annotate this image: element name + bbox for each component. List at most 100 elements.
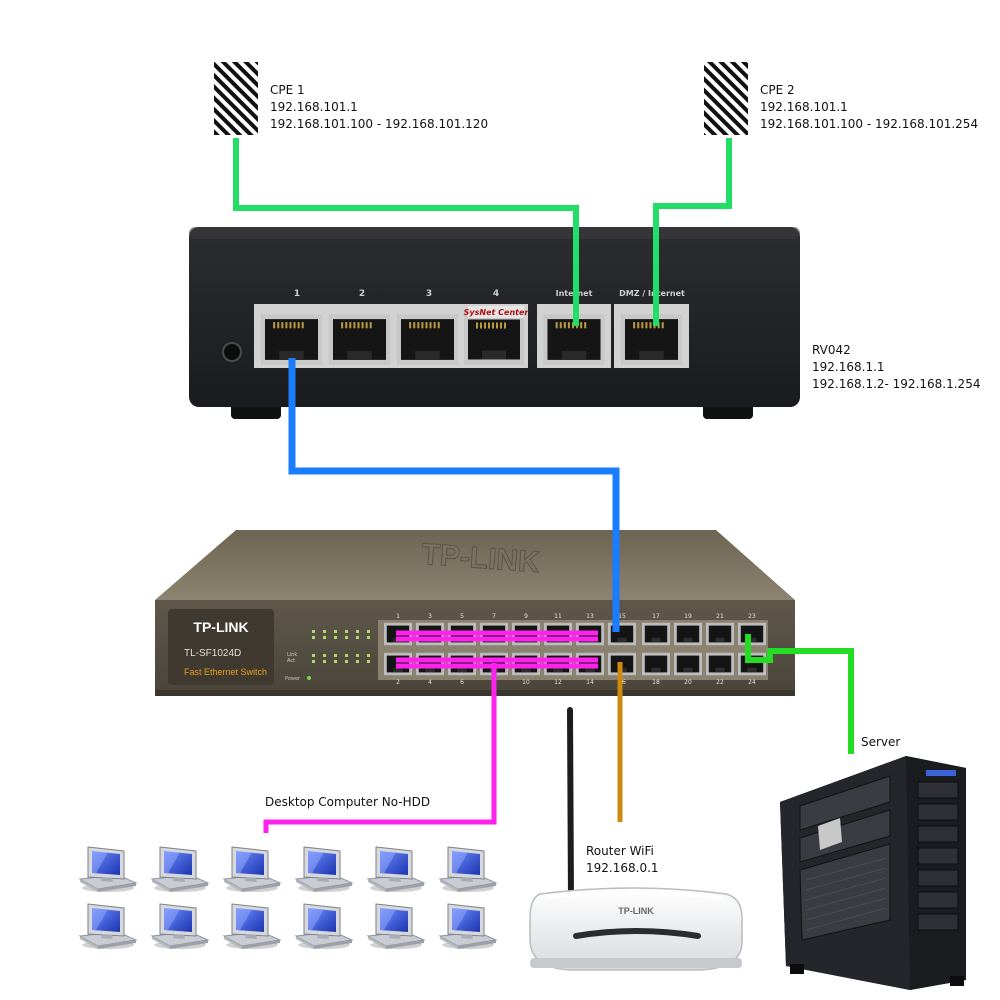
switch-led (323, 630, 326, 633)
cpe2-ip: 192.168.101.1 (760, 100, 848, 114)
switch-led (345, 636, 348, 639)
switch-led-act-label: Act (287, 658, 295, 664)
switch-port (706, 622, 734, 646)
switch-desc: Fast Ethernet Switch (184, 667, 267, 677)
switch-led (356, 654, 359, 657)
cpe1-label: CPE 1 192.168.101.1 192.168.101.100 - 19… (270, 82, 488, 133)
cable-cpe1-internet (233, 138, 579, 326)
switch-port-number: 14 (586, 679, 594, 686)
desktop-computer-icon (439, 903, 497, 950)
desktop-computer-icon (295, 846, 353, 893)
rv042-name: RV042 (812, 343, 851, 357)
switch-led (334, 654, 337, 657)
switch-led (356, 636, 359, 639)
switch-led (334, 630, 337, 633)
cpe2-range: 192.168.101.100 - 192.168.101.254 (760, 117, 979, 131)
switch-port-number: 24 (748, 679, 756, 686)
switch-led (367, 654, 370, 657)
desktop-computer-icon (79, 846, 137, 893)
switch-port (706, 652, 734, 676)
switch-led (312, 660, 315, 663)
switch-port-number: 19 (684, 613, 692, 620)
switch-port-number: 20 (684, 679, 692, 686)
switch-led (323, 654, 326, 657)
switch-led (345, 660, 348, 663)
switch-port (642, 622, 670, 646)
switch-port (738, 622, 766, 646)
router-port-dmz-label: DMZ / Internet (619, 289, 685, 298)
cpe2-name: CPE 2 (760, 83, 795, 97)
switch-led-panel (312, 630, 370, 663)
cpe2-label: CPE 2 192.168.101.1 192.168.101.100 - 19… (760, 82, 978, 133)
switch-led (367, 636, 370, 639)
switch-led (356, 660, 359, 663)
switch-led (312, 654, 315, 657)
server-text: Server (861, 735, 901, 749)
switch-port-number: 22 (716, 679, 724, 686)
switch-port-number: 18 (652, 679, 660, 686)
sysnet-sticker: SysNet Center (464, 308, 530, 317)
switch-port-number: 1 (396, 613, 400, 620)
switch-led (323, 660, 326, 663)
desktop-computer-icon (295, 903, 353, 950)
desktop-computer-icon (367, 846, 425, 893)
router-port-4-label: 4 (493, 289, 499, 299)
switch-port-number: 11 (554, 613, 562, 620)
rv042-ip: 192.168.1.1 (812, 360, 885, 374)
desktop-computer-icon (223, 903, 281, 950)
desktops-label: Desktop Computer No-HDD (265, 794, 430, 811)
rv042-range: 192.168.1.2- 192.168.1.254 (812, 377, 981, 391)
switch-port-number: 9 (524, 613, 528, 620)
cpe1-device (214, 62, 258, 135)
server-tower (780, 756, 966, 990)
desktop-computer-icon (223, 846, 281, 893)
switch-brand: TP-LINK (193, 619, 248, 635)
rv042-router: SysNet Center 1 2 3 4 Internet DMZ / Int… (189, 227, 800, 419)
cable-router-switch (288, 358, 620, 632)
switch-port-number: 15 (618, 613, 626, 620)
switch-port (642, 652, 670, 676)
cable-cpe2-dmz (653, 138, 732, 326)
tplink-switch: TP-LINK TP-LINK TL-SF1024D Fast Ethernet… (155, 530, 795, 696)
desktop-computer-icon (439, 846, 497, 893)
switch-port-number: 6 (460, 679, 464, 686)
switch-port-number: 7 (492, 613, 496, 620)
wifi-ip: 192.168.0.1 (586, 861, 659, 875)
switch-port-number: 4 (428, 679, 432, 686)
cable-server (745, 634, 854, 754)
cpe1-range: 192.168.101.100 - 192.168.101.120 (270, 117, 489, 131)
switch-led (323, 636, 326, 639)
router-port-2-label: 2 (359, 289, 365, 299)
router-port-3-label: 3 (426, 289, 432, 299)
switch-port-number: 17 (652, 613, 660, 620)
rv042-label: RV042 192.168.1.1 192.168.1.2- 192.168.1… (812, 342, 980, 393)
switch-port (674, 652, 702, 676)
switch-led (345, 654, 348, 657)
wifi-router-brand: TP-LINK (618, 906, 654, 916)
switch-led (334, 636, 337, 639)
switch-led (356, 630, 359, 633)
switch-led-link-label: Link (287, 652, 297, 658)
desktops-text: Desktop Computer No-HDD (265, 795, 431, 809)
desktop-computer-icon (367, 903, 425, 950)
switch-power-label: Power (285, 676, 301, 682)
switch-port-number: 12 (554, 679, 562, 686)
switch-led (312, 630, 315, 633)
switch-port-number: 23 (748, 613, 756, 620)
cable-desktops-bundle (263, 630, 598, 833)
cpe1-ip: 192.168.101.1 (270, 100, 358, 114)
switch-led (367, 660, 370, 663)
router-port-1-label: 1 (294, 289, 300, 299)
wifi-label: Router WiFi 192.168.0.1 (586, 843, 659, 877)
switch-port (738, 652, 766, 676)
switch-port-number: 21 (716, 613, 724, 620)
switch-port-number: 2 (396, 679, 400, 686)
switch-port (674, 622, 702, 646)
switch-port-number: 10 (522, 679, 530, 686)
switch-led (345, 630, 348, 633)
switch-model: TL-SF1024D (184, 648, 241, 659)
switch-led (367, 630, 370, 633)
switch-port-number: 3 (428, 613, 432, 620)
wifi-name: Router WiFi (586, 844, 654, 858)
